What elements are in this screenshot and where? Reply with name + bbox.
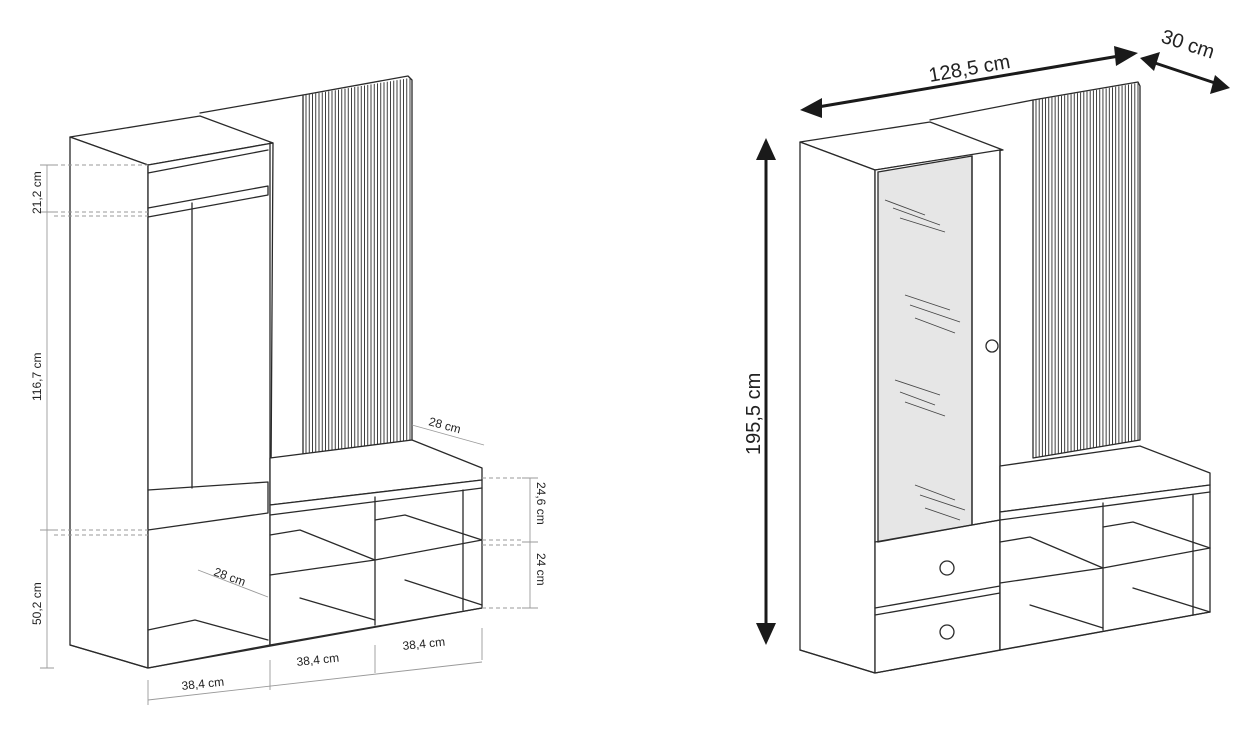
right-view: 128,5 cm 30 cm 195,5 cm: [743, 26, 1230, 674]
slat-panel-right: [1032, 81, 1141, 459]
dim-hanging: 116,7 cm: [30, 353, 44, 401]
slat-lines: [305, 78, 411, 458]
dim-total-height: 195,5 cm: [743, 373, 765, 455]
drawer-knob-bottom-icon[interactable]: [939, 624, 955, 640]
slat-lines: [1035, 83, 1139, 458]
dim-top-shelf: 21,2 cm: [30, 171, 44, 214]
glass-door: [877, 155, 973, 543]
tall-cabinet-right: [799, 121, 1004, 674]
dim-width-2: 38,4 cm: [296, 651, 340, 669]
dim-bench-cell: 24,6 cm: [534, 482, 548, 525]
bench-unit: [269, 439, 483, 646]
left-view: 21,2 cm 116,7 cm 50,2 cm 28 cm 28 cm 24,…: [30, 75, 548, 705]
bench-unit-right: [999, 445, 1211, 651]
dim-bench-depth: 28 cm: [427, 414, 462, 436]
dim-width-3: 38,4 cm: [402, 635, 446, 653]
slat-panel: [302, 75, 413, 459]
left-dimensions: [40, 164, 538, 705]
dim-width-1: 38,4 cm: [181, 675, 225, 693]
dim-lower: 50,2 cm: [30, 582, 44, 625]
dim-lower-cell: 24 cm: [534, 553, 548, 586]
dim-total-depth: 30 cm: [1158, 26, 1217, 64]
glass-reflection: [884, 199, 966, 521]
drawer-knob-top-icon[interactable]: [939, 560, 955, 576]
door-knob-icon[interactable]: [985, 339, 999, 353]
overall-dimensions: [756, 46, 1230, 645]
